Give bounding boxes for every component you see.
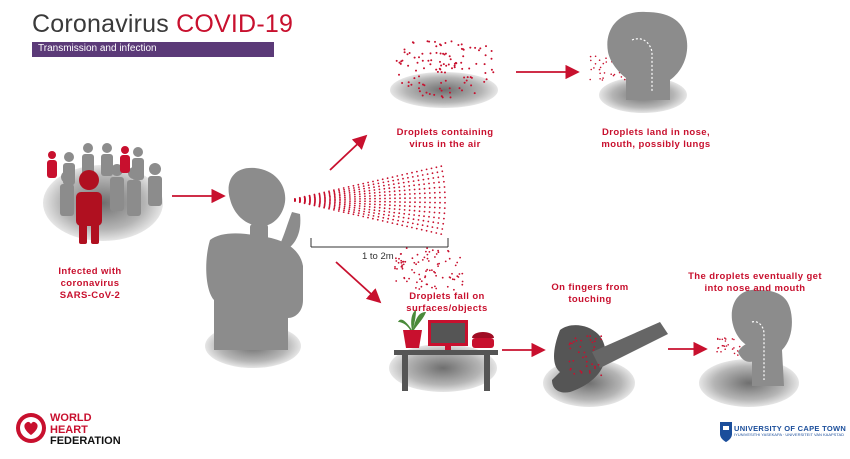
infected-person-icon <box>76 170 102 244</box>
air-porthole <box>390 72 498 108</box>
uct-logo-subtext: IYUNIVESITHI YASEKAPA · UNIVERSITEIT VAN… <box>734 432 845 437</box>
hand-droplets-icon <box>568 335 603 377</box>
whf-logo-icon <box>16 413 46 443</box>
crowd-accent-icon <box>47 146 130 178</box>
falling-droplets-icon <box>394 247 464 291</box>
label-land-line1: Droplets land in nose, <box>601 127 711 138</box>
airway-bottom-icon <box>751 321 765 380</box>
air-droplets-icon <box>395 40 495 99</box>
label-surfaces: Droplets fall on surfaces/objects <box>392 291 502 315</box>
title-highlight: COVID-19 <box>176 10 294 38</box>
head-top-icon <box>607 11 688 101</box>
label-air: Droplets containing virus in the air <box>380 127 510 151</box>
monitor-icon <box>428 320 468 350</box>
label-infected-line1: Infected with <box>58 266 122 277</box>
phone-icon <box>472 332 494 348</box>
arrow-to-air <box>329 134 368 171</box>
desk-icon <box>394 350 498 391</box>
label-land: Droplets land in nose, mouth, possibly l… <box>586 127 726 151</box>
label-fingers: On fingers from touching <box>540 282 640 306</box>
distance-label: 1 to 2m <box>362 251 394 262</box>
label-land-line2: mouth, possibly lungs <box>601 139 711 150</box>
desk-porthole <box>389 344 497 392</box>
uct-crest-icon <box>720 422 732 442</box>
whf-line1: WORLD <box>50 412 92 424</box>
plant-icon <box>398 310 426 348</box>
label-fingers-line2: touching <box>568 294 612 305</box>
label-infected: Infected with coronavirus SARS-CoV-2 <box>30 266 150 302</box>
label-infected-line3: SARS-CoV-2 <box>59 290 121 301</box>
label-air-line1: Droplets containing <box>396 127 494 138</box>
label-surfaces-line1: Droplets fall on <box>409 291 485 302</box>
title-prefix: Coronavirus <box>32 10 169 38</box>
arrow-to-surfaces <box>335 261 382 304</box>
label-surfaces-line2: surfaces/objects <box>406 303 488 314</box>
cough-spray-icon <box>294 165 446 236</box>
subtitle: Transmission and infection <box>38 43 157 54</box>
whf-line3: FEDERATION <box>50 435 121 447</box>
label-fingers-line1: On fingers from <box>551 282 629 293</box>
label-eventually-line2: into nose and mouth <box>704 283 806 294</box>
subtitle-bar <box>32 42 274 57</box>
head-bottom-icon <box>731 289 792 386</box>
whf-line2: HEART <box>50 423 88 436</box>
page-title: Coronavirus COVID-19 <box>32 10 293 39</box>
whf-logo-text: WORLD HEART FEDERATION <box>50 412 121 448</box>
label-air-line2: virus in the air <box>409 139 481 150</box>
coughing-person-icon <box>206 167 303 350</box>
distance-bracket <box>310 238 449 248</box>
uct-logo-text: UNIVERSITY OF CAPE TOWN <box>734 424 847 433</box>
head-bottom-porthole <box>699 359 799 407</box>
label-eventually-line1: The droplets eventually get <box>688 271 822 282</box>
label-infected-line2: coronavirus <box>60 278 120 289</box>
label-eventually: The droplets eventually get into nose an… <box>670 271 840 295</box>
